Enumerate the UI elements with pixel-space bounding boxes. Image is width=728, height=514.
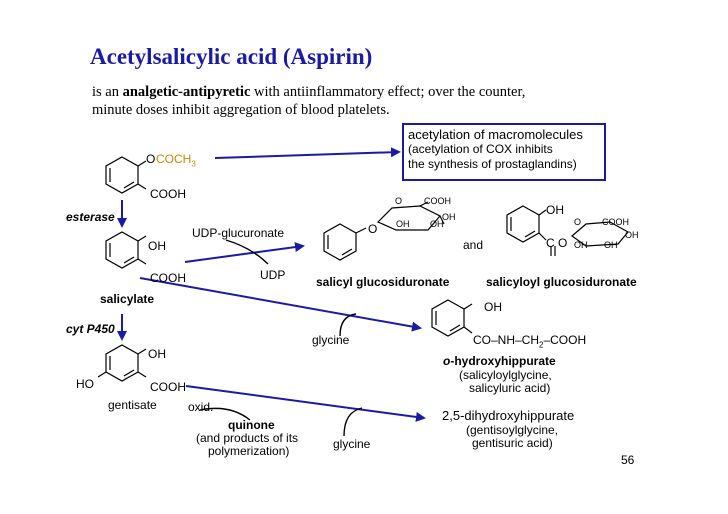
glucuronide2-name: salicyloyl glucosiduronate — [486, 275, 637, 289]
udp-label: UDP — [260, 268, 286, 282]
udp-glucuronate-label: UDP-glucuronate — [192, 226, 285, 240]
cyt-p450-label: cyt P450 — [66, 322, 115, 336]
glycine-label-2: glycine — [333, 437, 371, 451]
page-title: Acetylsalicylic acid (Aspirin) — [90, 44, 373, 69]
arrow-glycine-curve-2 — [343, 407, 363, 437]
glucuronide1-oh-3: OH — [442, 212, 456, 222]
gentisate-oh: OH — [148, 347, 166, 361]
hippurate-alt-2: salicyluric acid) — [469, 381, 551, 395]
subtitle-emphasis: analgetic-antipyretic — [122, 84, 251, 100]
box-line-1: acetylation of macromolecules — [408, 127, 583, 142]
glucuronide2-ester-o: O — [558, 236, 568, 250]
box-line-3: the synthesis of prostaglandins) — [408, 157, 577, 171]
hippurate-alt-1: (salicyloylglycine, — [459, 368, 552, 382]
salicylate-oh: OH — [148, 239, 166, 253]
salicyl-glucosiduronate-structure — [323, 201, 445, 261]
glucuronide2-ring-o: O — [574, 217, 582, 227]
salicylate-structure — [105, 231, 147, 269]
page-number: 56 — [621, 453, 635, 467]
acetylation-box: acetylation of macromolecules (acetylati… — [402, 123, 606, 181]
glucuronide1-name: salicyl glucosiduronate — [316, 275, 450, 289]
aspirin-ester-o: O — [146, 152, 156, 166]
arrow-oxidation — [199, 407, 251, 421]
dihydroxy-alt-1: (gentisoylglycine, — [466, 423, 559, 437]
subtitle-prefix: is an — [92, 84, 123, 100]
gentisate-name: gentisate — [108, 398, 157, 412]
glucuronide2-oh: OH — [546, 203, 564, 217]
hippurate-oh: OH — [484, 300, 502, 314]
arrow-glycine-curve — [339, 313, 357, 337]
arrow-glucuronidation — [184, 242, 305, 263]
subtitle-rest: with antiinflammatory effect; over the c… — [92, 84, 526, 118]
quinone-line-2: (and products of its — [196, 431, 299, 445]
aspirin-acetyl: COCH3 — [156, 152, 196, 169]
aspirin-cooh: COOH — [150, 187, 186, 201]
quinone-name: quinone — [228, 418, 275, 432]
glucuronide1-oh-2: OH — [430, 219, 444, 229]
aspirin-structure — [105, 156, 147, 194]
salicylate-name: salicylate — [100, 292, 155, 306]
arrow-acetylation — [214, 147, 401, 159]
gentisate-structure — [97, 344, 147, 382]
gentisate-ho: HO — [76, 377, 94, 391]
oxid-label: oxid. — [188, 400, 214, 414]
glucuronide1-cooh: COOH — [424, 196, 451, 206]
glycine-label-1: glycine — [312, 333, 350, 347]
hippurate-structure — [431, 299, 473, 337]
glucuronide2-oh-3: OH — [625, 230, 639, 240]
glucuronide2-oh-2: OH — [604, 240, 618, 250]
glucuronide1-ring-o: O — [395, 196, 403, 206]
hippurate-chain: CO–NH–CH2–COOH — [473, 333, 587, 350]
dihydroxy-name: 2,5-dihydroxyhippurate — [442, 408, 575, 423]
hippurate-name: o-hydroxyhippurate — [443, 354, 556, 368]
dihydroxy-alt-2: gentisuric acid) — [472, 436, 553, 450]
arrow-udp-glucuronate — [225, 239, 269, 265]
arrow-gentisate-conjugation — [185, 385, 426, 422]
glucuronide1-link-o: O — [368, 222, 378, 236]
glucuronide2-carbon: C — [546, 236, 555, 250]
salicyloyl-glucosiduronate-structure — [506, 205, 629, 256]
page-subtitle: is an analgetic-antipyretic with antiinf… — [92, 83, 562, 119]
and-label: and — [463, 238, 484, 252]
box-line-2: (acetylation of COX inhibits — [408, 142, 553, 156]
arrow-glycine-conjugation — [139, 277, 422, 332]
glucuronide1-oh-1: OH — [396, 219, 410, 229]
esterase-label: esterase — [66, 210, 115, 224]
gentisate-cooh: COOH — [150, 380, 186, 394]
salicylate-cooh: COOH — [150, 271, 186, 285]
glucuronide2-cooh: COOH — [602, 217, 629, 227]
glucuronide2-oh-1: OH — [574, 240, 588, 250]
quinone-line-3: polymerization) — [208, 444, 290, 458]
